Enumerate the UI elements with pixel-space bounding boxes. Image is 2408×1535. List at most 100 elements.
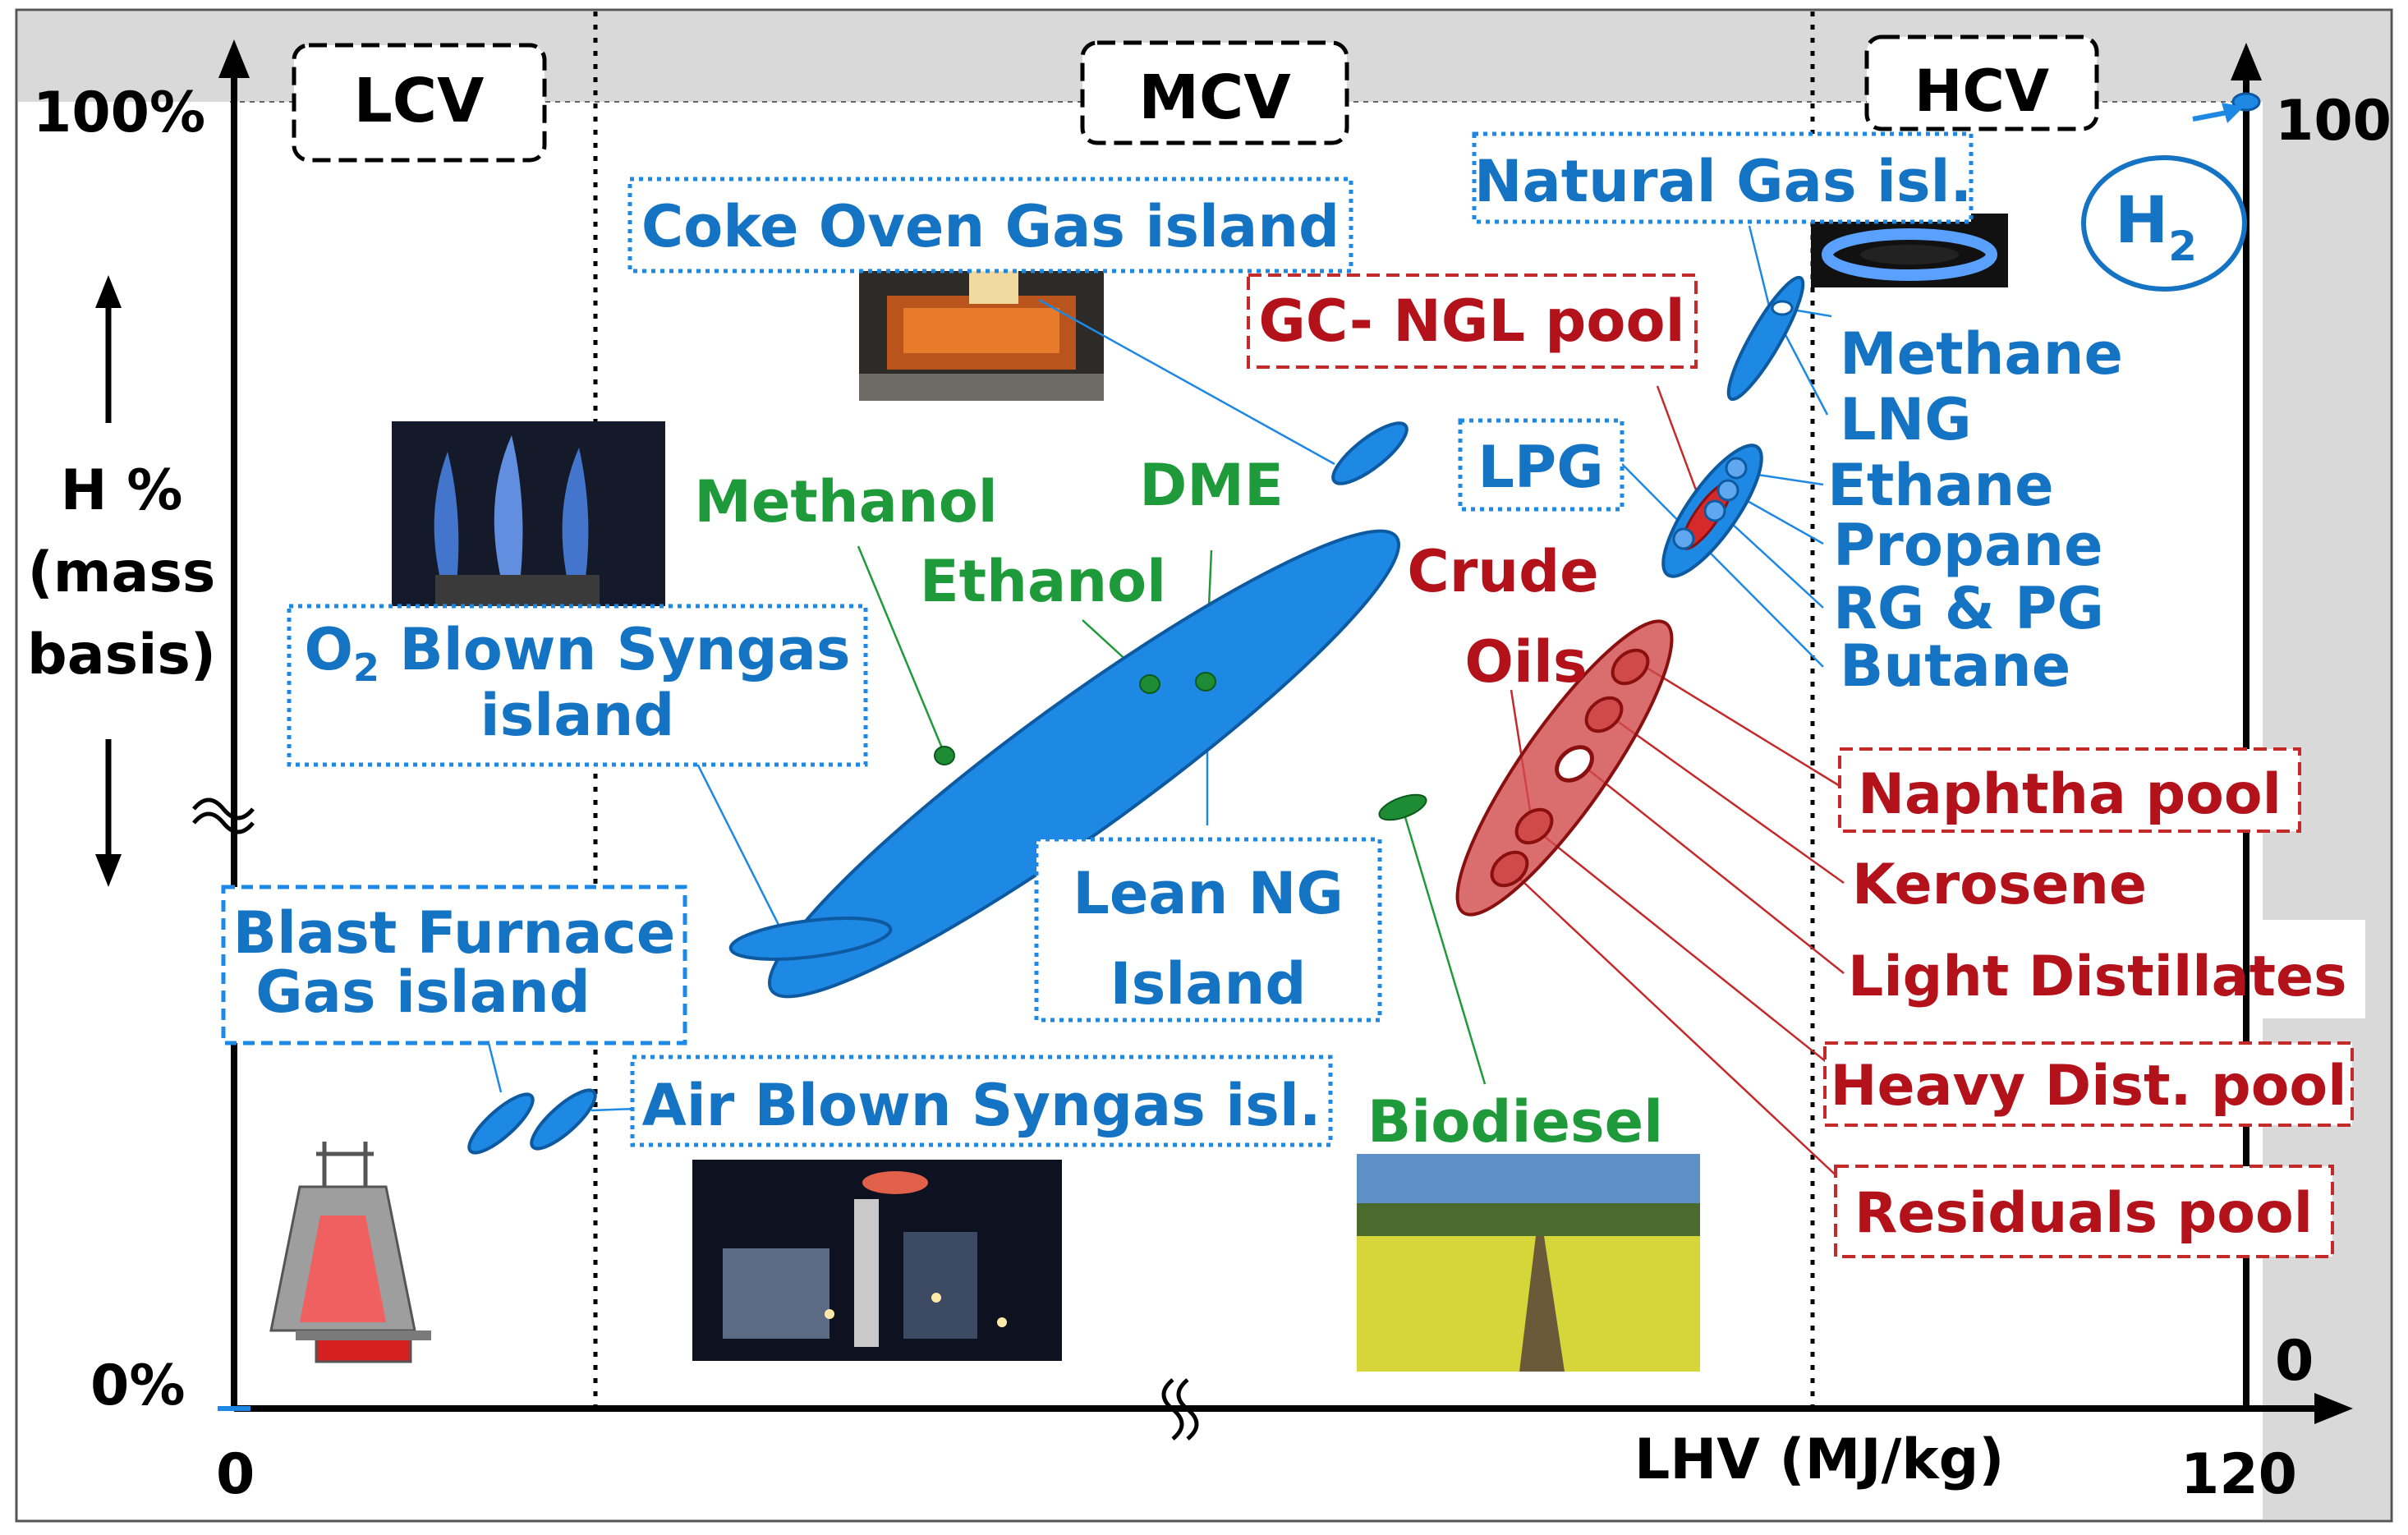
ethane-label: Ethane	[1827, 452, 2054, 519]
ethane-point	[1725, 457, 1748, 480]
lean-ng-label-line2: Island	[1110, 950, 1307, 1018]
right-top-label: 100	[2275, 89, 2392, 154]
lean-ng-island-shape	[768, 529, 1400, 999]
heavy-dist-point	[1514, 807, 1554, 845]
y-title-line3: basis)	[27, 623, 216, 687]
blue-flames-photo	[392, 421, 665, 610]
natural-gas-label: Natural Gas isl.	[1474, 148, 1972, 215]
naphtha-point	[1611, 648, 1650, 686]
blast-furnace-island-shape	[467, 1092, 535, 1155]
coke-oven-box	[627, 177, 1353, 273]
x-left-label: 0	[216, 1442, 255, 1507]
o2-syngas-label-line2: island	[480, 682, 675, 749]
crude-label-line1: Crude	[1407, 538, 1598, 605]
power-plant-night-photo	[692, 1160, 1062, 1361]
h2-circle	[2081, 155, 2247, 292]
rapeseed-field-photo	[1357, 1154, 1700, 1372]
blast-furnace-box	[221, 885, 687, 1046]
lean-ng-box	[1034, 837, 1382, 1023]
h2-point	[2231, 92, 2261, 112]
butane-point	[1703, 499, 1726, 522]
blast-furnace-label-line2: Gas island	[255, 958, 591, 1026]
dme-label: DME	[1139, 452, 1284, 519]
dme-point	[1195, 672, 1216, 692]
naphtha-box	[1838, 747, 2301, 833]
butane-label: Butane	[1840, 632, 2070, 700]
propane-label: Propane	[1833, 512, 2103, 579]
heavy-dist-box	[1823, 1041, 2354, 1127]
x-axis-title: LHV (MJ/kg)	[1634, 1427, 2004, 1492]
air-syngas-box	[630, 1055, 1333, 1147]
methane-point	[1771, 300, 1794, 316]
y-title-line1: H %	[61, 458, 183, 523]
lcv-label: LCV	[354, 66, 485, 136]
gc-ngl-box	[1247, 273, 1698, 369]
air-syngas-island-shape	[530, 1088, 597, 1151]
o2-main: O	[304, 616, 353, 683]
h2-arrow-head	[2222, 103, 2244, 123]
light-distillates-label: Light Distillates	[1848, 944, 2347, 1009]
x-right-label: 120	[2181, 1442, 2297, 1507]
y-axis-arrow	[218, 39, 250, 78]
residuals-point	[1490, 850, 1529, 888]
o2-rest: Blown Syngas	[379, 616, 851, 683]
rg-pg-point	[1672, 527, 1695, 550]
lpg-box	[1458, 418, 1624, 512]
y-up-arrow-head	[95, 275, 122, 308]
y-title-line2: (mass	[28, 540, 216, 605]
kerosene-label: Kerosene	[1852, 853, 2147, 917]
right-white-notch	[2135, 920, 2365, 1018]
h2-label: H2	[2115, 184, 2197, 270]
methanol-point	[934, 746, 955, 765]
hcv-label: HCV	[1914, 57, 2049, 125]
rg-pg-label: RG & PG	[1833, 575, 2104, 642]
o2-syngas-label-line1: O2 Blown Syngas	[304, 616, 850, 690]
methanol-label: Methanol	[694, 468, 998, 535]
o2-sub: 2	[353, 646, 379, 690]
x-axis-break-left	[1161, 1378, 1184, 1441]
y-top-label: 100%	[33, 80, 205, 145]
residuals-label: Residuals pool	[1854, 1181, 2313, 1246]
biodiesel-point	[1378, 793, 1427, 821]
mcv-box	[1080, 40, 1349, 145]
crude-label-line2: Oils	[1464, 628, 1587, 696]
naphtha-label: Naphtha pool	[1858, 762, 2282, 827]
x-axis-break-right	[1176, 1378, 1199, 1441]
methane-label: Methane	[1840, 320, 2123, 388]
o2-syngas-island-shape	[728, 917, 893, 961]
h2-main: H	[2115, 184, 2168, 258]
blast-furnace-label-line1: Blast Furnace	[233, 899, 676, 967]
ethanol-label: Ethanol	[920, 548, 1166, 615]
heavy-dist-label: Heavy Dist. pool	[1831, 1054, 2347, 1119]
blast-furnace-sketch	[269, 1142, 431, 1363]
blue-leader-lines	[487, 225, 1832, 1112]
gc-ngl-label: GC- NGL pool	[1258, 287, 1684, 355]
ethanol-point	[1139, 674, 1160, 694]
lcv-box	[292, 43, 547, 163]
lpg-label: LPG	[1477, 434, 1603, 501]
y-axis-break-lower	[192, 811, 255, 834]
kerosene-point	[1584, 696, 1624, 733]
air-syngas-label: Air Blown Syngas isl.	[642, 1072, 1321, 1139]
lean-ng-label-line1: Lean NG	[1073, 860, 1344, 927]
h2-sub: 2	[2168, 223, 2197, 270]
light-distillates-point	[1555, 745, 1594, 783]
propane-point	[1716, 479, 1739, 502]
y-down-arrow-head	[95, 854, 122, 887]
y-axis-break-upper	[192, 797, 255, 820]
residuals-box	[1834, 1165, 2334, 1258]
right-bottom-label: 0	[2275, 1329, 2314, 1394]
o2-syngas-box	[287, 604, 868, 767]
biodiesel-label: Biodiesel	[1367, 1088, 1663, 1156]
coke-oven-island-shape	[1331, 421, 1408, 485]
y-bottom-label: 0%	[90, 1353, 185, 1418]
hcv-box	[1864, 34, 2099, 131]
lng-label: LNG	[1840, 386, 1972, 453]
natural-gas-box	[1472, 131, 1974, 224]
gas-burner-photo	[1811, 214, 2008, 287]
mcv-label: MCV	[1138, 62, 1290, 133]
right-axis-arrow	[2231, 43, 2262, 80]
coke-oven-photo	[859, 259, 1104, 401]
